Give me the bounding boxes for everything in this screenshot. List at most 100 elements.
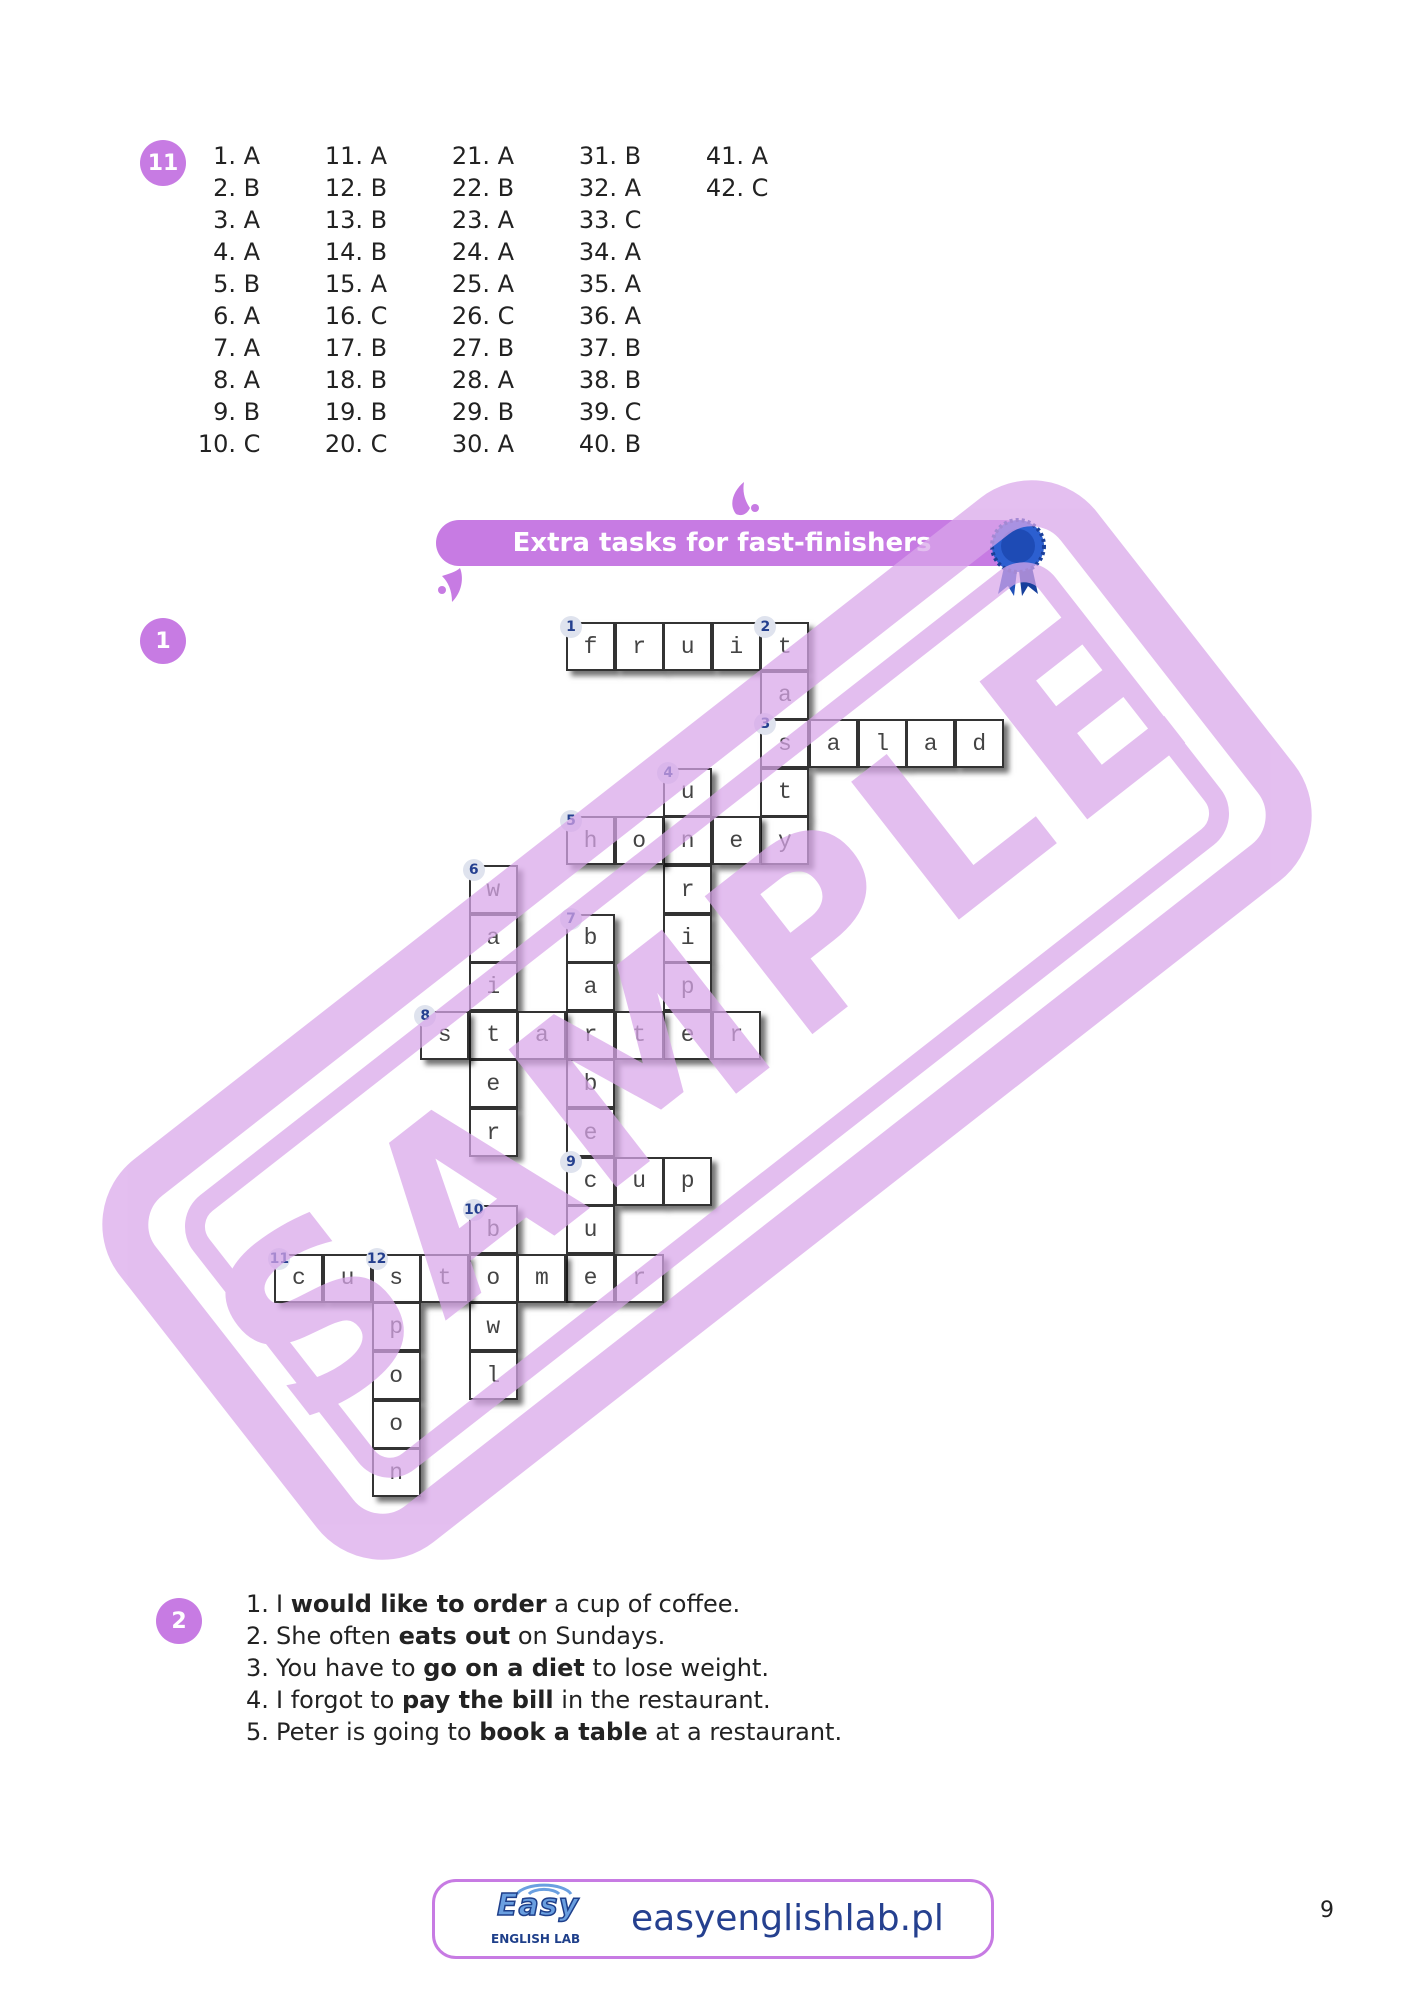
crossword-cell: t bbox=[614, 1010, 664, 1060]
answer-item: 27. B bbox=[444, 332, 571, 364]
answer-number: 26. bbox=[451, 302, 490, 330]
answer-number: 10. bbox=[197, 430, 236, 458]
answer-number: 4. bbox=[213, 238, 236, 266]
page-number: 9 bbox=[1320, 1898, 1334, 1923]
crossword-cell: u bbox=[663, 622, 713, 671]
answer-letter: B bbox=[497, 398, 515, 426]
answer-item: 35. A bbox=[571, 268, 698, 300]
answer-letter: A bbox=[497, 238, 515, 266]
answer-item: 24. A bbox=[444, 236, 571, 268]
crossword-clue-number: 9 bbox=[560, 1150, 582, 1173]
banner-title: Extra tasks for fast-finishers bbox=[512, 528, 932, 558]
answer-number: 32. bbox=[578, 174, 617, 202]
answer-letter: C bbox=[243, 430, 261, 458]
crossword-cell: n bbox=[663, 816, 713, 866]
crossword-clue-number: 6 bbox=[462, 859, 485, 881]
answer-item: 8. A bbox=[190, 364, 317, 396]
answer-letter: B bbox=[624, 334, 642, 362]
answer-letter: A bbox=[624, 302, 642, 330]
crossword-clue-number: 3 bbox=[754, 713, 777, 736]
crossword-cell: o bbox=[614, 816, 664, 866]
crossword-cell: r bbox=[614, 622, 664, 671]
answer-letter: A bbox=[497, 366, 515, 394]
crossword-cell: m bbox=[517, 1253, 567, 1303]
answer-number: 15. bbox=[324, 270, 363, 298]
answer-number: 20. bbox=[324, 430, 363, 458]
crossword-clue-number: 2 bbox=[754, 616, 777, 638]
crossword-cell: a bbox=[906, 719, 956, 769]
sentence-before: She often bbox=[276, 1622, 399, 1650]
answer-letter: B bbox=[370, 398, 388, 426]
crossword-cell: u bbox=[614, 1156, 664, 1206]
answer-number: 37. bbox=[578, 334, 617, 362]
crossword-clue-number: 7 bbox=[560, 907, 582, 930]
answer-letter: B bbox=[370, 334, 388, 362]
crossword-cell: c bbox=[274, 1253, 324, 1303]
answer-item: 7. A bbox=[190, 332, 317, 364]
logo-easy-text: Easy bbox=[496, 1887, 580, 1924]
crossword-cell: f bbox=[566, 622, 615, 671]
answer-letter: B bbox=[624, 366, 642, 394]
crossword-cell: l bbox=[857, 719, 907, 769]
answer-item: 32. A bbox=[571, 172, 698, 204]
crossword-cell: a bbox=[760, 670, 810, 720]
answer-number: 42. bbox=[705, 174, 744, 202]
answer-item: 22. B bbox=[444, 172, 571, 204]
crossword-cell: w bbox=[468, 1302, 518, 1352]
answer-number: 30. bbox=[451, 430, 490, 458]
crossword-cell: e bbox=[566, 1108, 615, 1157]
answer-letter: B bbox=[243, 270, 261, 298]
sentence-before: You have to bbox=[276, 1654, 424, 1682]
answer-item: 1. A bbox=[190, 140, 317, 172]
extra-tasks-banner: Extra tasks for fast-finishers bbox=[436, 520, 1028, 566]
answer-number: 29. bbox=[451, 398, 490, 426]
crossword-cell: r bbox=[614, 1253, 664, 1303]
answer-number: 7. bbox=[213, 334, 236, 362]
answer-item: 13. B bbox=[317, 204, 444, 236]
answer-number: 6. bbox=[213, 302, 236, 330]
answer-item: 4. A bbox=[190, 236, 317, 268]
website-url: easyenglishlab.pl bbox=[631, 1898, 944, 1939]
answer-number: 24. bbox=[451, 238, 490, 266]
answer-letter: B bbox=[497, 334, 515, 362]
sentence-answer-bold: pay the bill bbox=[401, 1686, 554, 1714]
crossword-cell: u bbox=[663, 767, 713, 817]
answer-letter: A bbox=[624, 174, 642, 202]
answer-item: 38. B bbox=[571, 364, 698, 396]
answer-item: 2. B bbox=[190, 172, 317, 204]
answer-number: 28. bbox=[451, 366, 490, 394]
answer-number: 41. bbox=[705, 142, 744, 170]
task-1-badge: 1 bbox=[140, 618, 186, 664]
sentence-after: in the restaurant. bbox=[553, 1686, 771, 1714]
answer-letter: A bbox=[243, 366, 261, 394]
answer-letter: C bbox=[370, 302, 388, 330]
crossword-cell: e bbox=[711, 816, 761, 866]
crossword-cell: r bbox=[711, 1010, 761, 1060]
crossword-cell: a bbox=[517, 1010, 567, 1060]
footer-logo-box: Easy ENGLISH LAB easyenglishlab.pl bbox=[432, 1879, 994, 1959]
answer-letter: A bbox=[497, 270, 515, 298]
sentence-number: 1. bbox=[246, 1590, 269, 1618]
crossword-clue-number: 5 bbox=[560, 810, 582, 833]
answer-item: 14. B bbox=[317, 236, 444, 268]
answer-number: 38. bbox=[578, 366, 617, 394]
sentence-number: 3. bbox=[246, 1654, 269, 1682]
crossword-cell: b bbox=[566, 913, 615, 963]
crossword-cell: i bbox=[711, 622, 761, 671]
answer-letter: C bbox=[751, 174, 769, 202]
crossword-cell: p bbox=[371, 1302, 421, 1352]
answer-item: 39. C bbox=[571, 396, 698, 428]
crossword-cell: u bbox=[323, 1253, 372, 1303]
crossword-cell: t bbox=[420, 1253, 470, 1303]
crossword-cell: o bbox=[371, 1351, 421, 1400]
answer-letter: C bbox=[624, 206, 642, 234]
answer-number: 1. bbox=[213, 142, 236, 170]
sentence-answer-bold: would like to order bbox=[290, 1590, 547, 1618]
answer-item: 40. B bbox=[571, 428, 698, 460]
answer-item: 15. A bbox=[317, 268, 444, 300]
answer-item: 17. B bbox=[317, 332, 444, 364]
sentence-after: to lose weight. bbox=[584, 1654, 770, 1682]
